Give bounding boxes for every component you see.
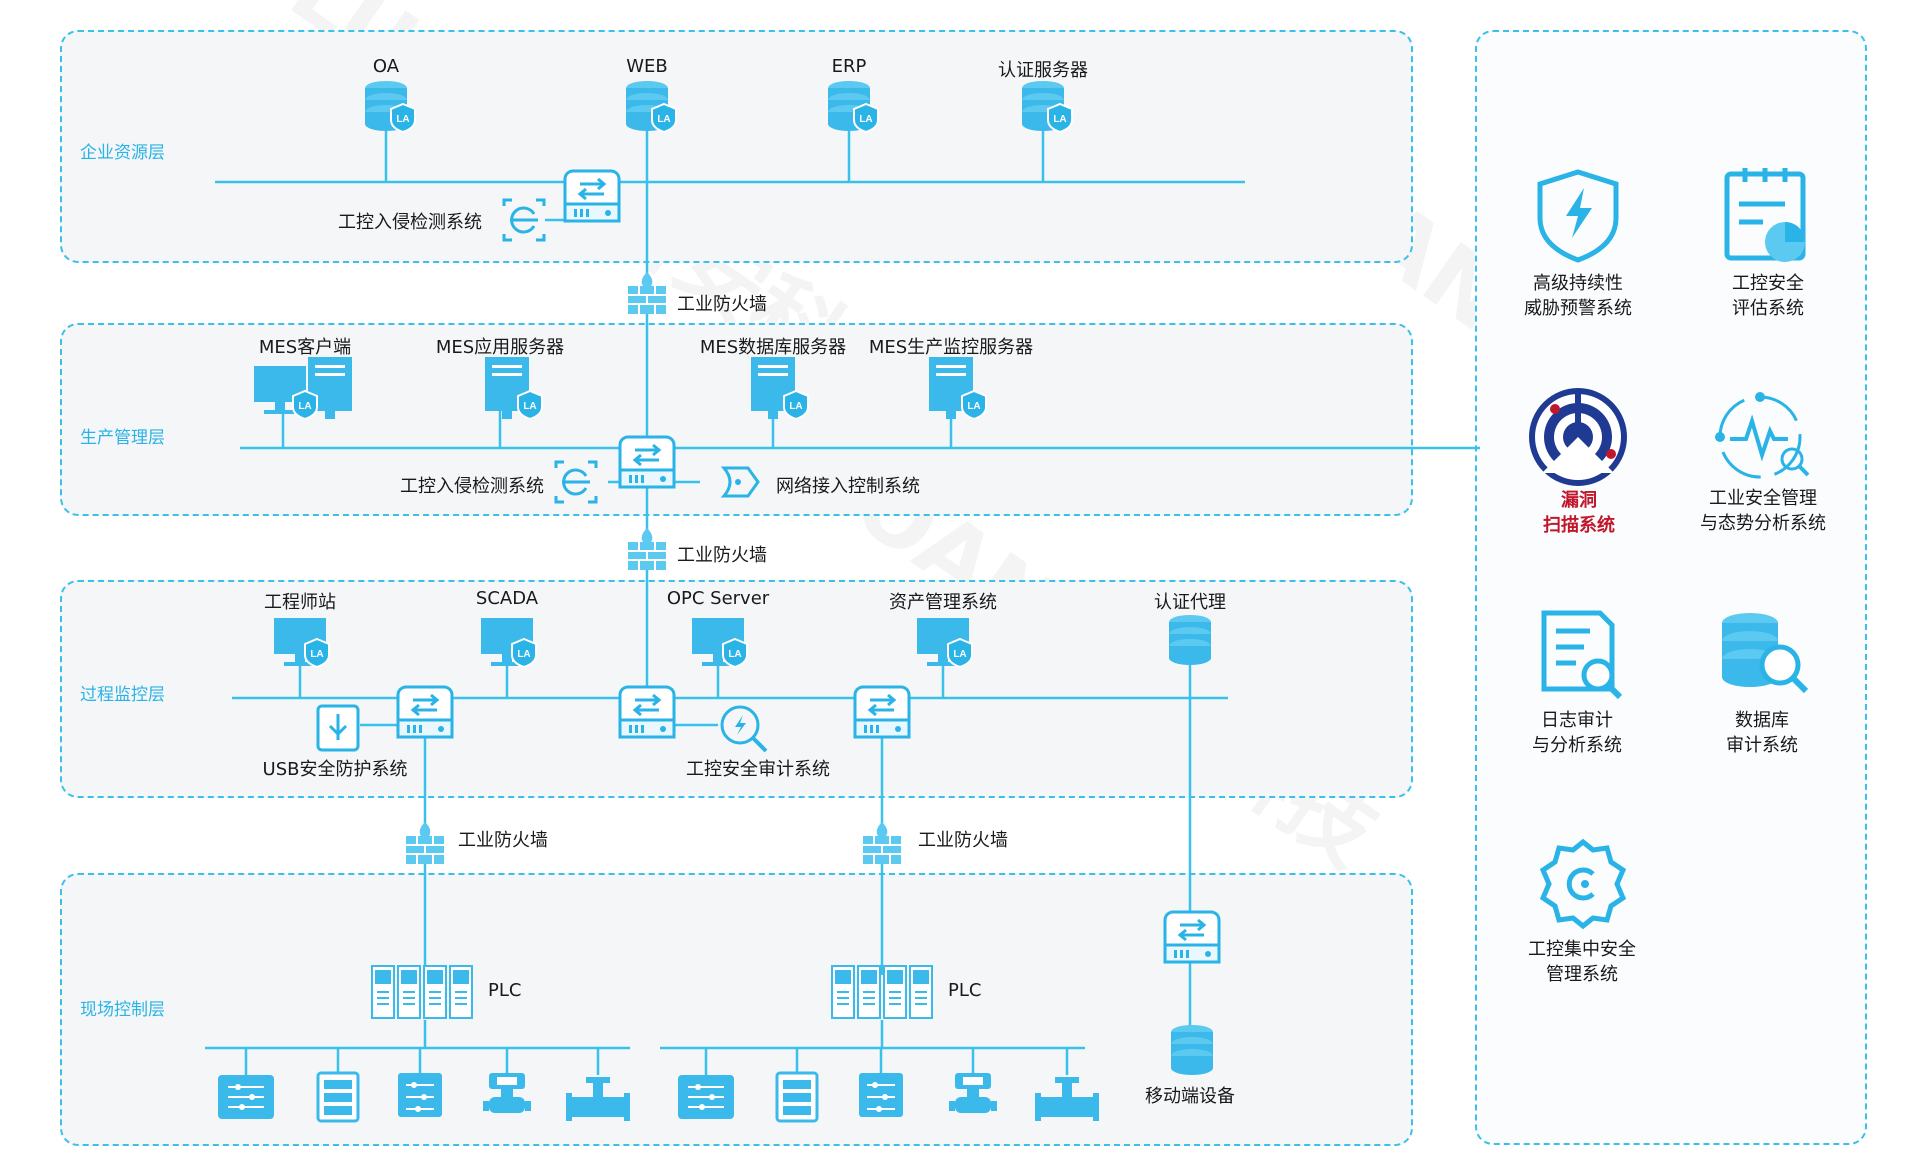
production-backbone: [240, 410, 1475, 700]
vuln-scan-label: 漏洞扫描系统: [1543, 490, 1615, 536]
io-module-icon: [316, 1071, 360, 1123]
la-shield-icon: [390, 103, 416, 133]
la-shield-icon: [511, 638, 537, 668]
log-audit-label: 日志审计与分析系统: [1532, 710, 1622, 756]
switch-icon: [563, 169, 621, 223]
la-shield-icon: [947, 638, 973, 668]
auth-server-label: 认证服务器: [998, 60, 1088, 81]
controller-device-icon: [858, 1072, 904, 1118]
audit-search-icon: [720, 705, 768, 753]
gear-manage-icon: [1539, 838, 1627, 930]
flowmeter-icon: [949, 1073, 997, 1113]
usb-label: USB安全防护系统: [262, 759, 408, 780]
audit-label: 工控安全审计系统: [686, 759, 830, 780]
web-label: WEB: [626, 56, 668, 77]
firewall-label: 工业防火墙: [677, 545, 767, 566]
radar-scan-icon: [1529, 388, 1627, 486]
mes-db-server-label: MES数据库服务器: [699, 337, 847, 358]
io-module-icon: [775, 1071, 819, 1123]
flowmeter-icon: [483, 1073, 531, 1113]
clipboard-chart-icon: [1724, 168, 1806, 262]
plc-icon: [371, 965, 473, 1019]
erp-label: ERP: [831, 56, 867, 77]
plc-label: PLC: [948, 980, 982, 1001]
la-shield-icon: [292, 390, 318, 420]
firewall-label: 工业防火墙: [677, 294, 767, 315]
pulse-monitor-icon: [1715, 392, 1810, 479]
la-shield-icon: [853, 103, 879, 133]
valve-icon: [566, 1077, 630, 1121]
la-shield-icon: [961, 390, 987, 420]
ics-assessment-label: 工控安全评估系统: [1732, 273, 1804, 319]
layer-label-enterprise: 企业资源层: [80, 143, 165, 163]
apt-warning-label: 高级持续性威胁预警系统: [1524, 273, 1632, 319]
valve-icon: [1035, 1077, 1099, 1121]
mobile-device-icon: [1171, 1025, 1213, 1075]
firewall-icon: [627, 271, 667, 315]
controller-device-icon: [217, 1074, 275, 1120]
la-shield-icon: [304, 638, 330, 668]
scada-label: SCADA: [475, 588, 539, 609]
la-shield-icon: [783, 390, 809, 420]
ids-icon: [554, 460, 598, 504]
mobile-device-label: 移动端设备: [1145, 1086, 1235, 1107]
engineer-station-label: 工程师站: [264, 592, 336, 613]
central-management-label: 工控集中安全管理系统: [1528, 939, 1636, 985]
oa-label: OA: [372, 56, 400, 77]
database-search-icon: [1722, 613, 1809, 694]
switch-icon: [618, 685, 676, 739]
security-situation-label: 工业安全管理与态势分析系统: [1700, 488, 1826, 534]
la-shield-icon: [722, 638, 748, 668]
firewall-label: 工业防火墙: [918, 830, 1008, 851]
ids-label: 工控入侵检测系统: [400, 476, 544, 497]
firewall-icon: [862, 821, 902, 865]
firewall-icon: [627, 527, 667, 571]
mes-monitor-server-label: MES生产监控服务器: [868, 337, 1034, 358]
la-shield-icon: [517, 390, 543, 420]
mes-app-server-label: MES应用服务器: [435, 337, 565, 358]
switch-icon: [618, 435, 676, 489]
firewall-icon: [405, 821, 445, 865]
usb-icon: [316, 704, 360, 752]
firewall-label: 工业防火墙: [458, 830, 548, 851]
log-search-icon: [1541, 610, 1623, 700]
layer-label-production: 生产管理层: [80, 428, 165, 448]
field-backbone: [205, 1020, 1085, 1075]
layer-label-process: 过程监控层: [80, 685, 165, 705]
plc-label: PLC: [488, 980, 522, 1001]
switch-icon: [396, 685, 454, 739]
nac-label: 网络接入控制系统: [776, 476, 920, 497]
mes-client-label: MES客户端: [258, 337, 352, 358]
switch-icon: [1163, 910, 1221, 964]
la-shield-icon: [651, 103, 677, 133]
nac-icon: [720, 466, 760, 498]
auth-proxy-icon: [1169, 615, 1211, 665]
controller-device-icon: [677, 1074, 735, 1120]
auth-proxy-label: 认证代理: [1154, 592, 1226, 613]
asset-management-label: 资产管理系统: [889, 592, 997, 613]
opc-server-label: OPC Server: [666, 588, 770, 609]
shield-bolt-icon: [1537, 169, 1619, 263]
ids-icon: [502, 198, 546, 242]
la-shield-icon: [1047, 103, 1073, 133]
enterprise-layer: [60, 30, 1413, 263]
layer-label-field: 现场控制层: [80, 1000, 165, 1020]
enterprise-backbone: [215, 125, 1245, 445]
db-audit-label: 数据库审计系统: [1726, 710, 1798, 756]
controller-device-icon: [397, 1072, 443, 1118]
switch-icon: [853, 685, 911, 739]
ids-label: 工控入侵检测系统: [338, 212, 482, 233]
